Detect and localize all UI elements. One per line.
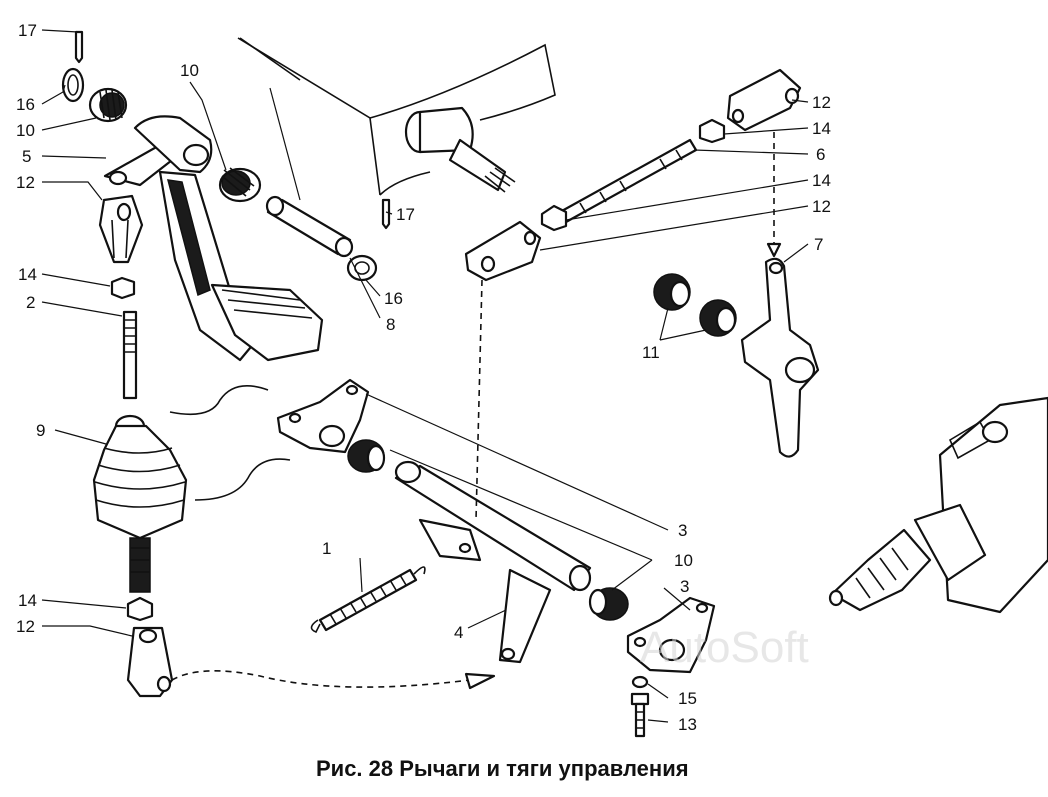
callout-12: 12 xyxy=(16,173,35,192)
cotter-pin-left xyxy=(74,30,84,64)
callout-16: 16 xyxy=(16,95,35,114)
callout-13: 13 xyxy=(678,715,697,734)
callout-6: 6 xyxy=(816,145,825,164)
callout-10: 10 xyxy=(16,121,35,140)
cross-shaft xyxy=(394,460,592,664)
callout-10: 10 xyxy=(180,61,199,80)
bushings-pair xyxy=(653,273,737,337)
washer-center xyxy=(346,254,378,282)
gearbox-housing xyxy=(828,396,1048,614)
callout-numbers: 17 16 10 5 12 14 2 9 14 12 10 17 16 8 12… xyxy=(16,21,831,734)
cotter-pin-center xyxy=(381,198,391,230)
bracket-upper xyxy=(276,378,370,454)
clevis-middle-right xyxy=(464,220,542,282)
callout-8: 8 xyxy=(386,315,395,334)
shaft xyxy=(404,106,516,193)
callout-14: 14 xyxy=(812,171,831,190)
callout-14: 14 xyxy=(18,591,37,610)
clevis-upper-left xyxy=(98,194,144,264)
rubber-boot xyxy=(92,414,188,540)
body-panel xyxy=(237,37,556,196)
bushing-shaft-left xyxy=(347,439,386,473)
nut-middle-right xyxy=(540,204,568,232)
callout-17: 17 xyxy=(18,21,37,40)
callout-2: 2 xyxy=(26,293,35,312)
nut-lower-left xyxy=(126,596,154,622)
callout-12: 12 xyxy=(812,197,831,216)
clevis-upper-right xyxy=(726,68,802,132)
pin xyxy=(265,195,354,258)
callout-12: 12 xyxy=(16,617,35,636)
watermark-logo: AutoSoft xyxy=(640,623,809,672)
leader-curves xyxy=(169,384,291,501)
callout-9: 9 xyxy=(36,421,45,440)
figure-caption: Рис. 28 Рычаги и тяги управления xyxy=(316,756,689,781)
clevis-lower-left xyxy=(126,626,174,698)
bushing-upper xyxy=(218,167,262,203)
lever-right xyxy=(740,257,820,458)
tension-spring xyxy=(310,566,426,634)
nut-upper-right xyxy=(698,118,726,144)
callout-15: 15 xyxy=(678,689,697,708)
washer-left xyxy=(61,67,85,103)
callout-14: 14 xyxy=(18,265,37,284)
pedal-lever xyxy=(103,115,324,362)
callout-11: 11 xyxy=(642,343,660,362)
callout-3: 3 xyxy=(678,521,687,540)
callout-7: 7 xyxy=(814,235,823,254)
callout-17: 17 xyxy=(396,205,415,224)
bushing-left xyxy=(88,87,128,123)
callout-16: 16 xyxy=(384,289,403,308)
callout-3: 3 xyxy=(680,577,689,596)
threaded-rod xyxy=(122,310,138,400)
callout-5: 5 xyxy=(22,147,31,166)
callout-12: 12 xyxy=(812,93,831,112)
assembly-lines xyxy=(171,132,782,690)
washer-bolt xyxy=(630,675,650,738)
leader-lines xyxy=(41,29,809,723)
callout-10: 10 xyxy=(674,551,693,570)
callout-14: 14 xyxy=(812,119,831,138)
nut-upper-left xyxy=(110,276,136,300)
bushing-shaft-right xyxy=(588,587,629,621)
callout-4: 4 xyxy=(454,623,463,642)
bracket-lower xyxy=(626,596,716,674)
spring-rod xyxy=(129,537,151,593)
callout-1: 1 xyxy=(322,539,331,558)
